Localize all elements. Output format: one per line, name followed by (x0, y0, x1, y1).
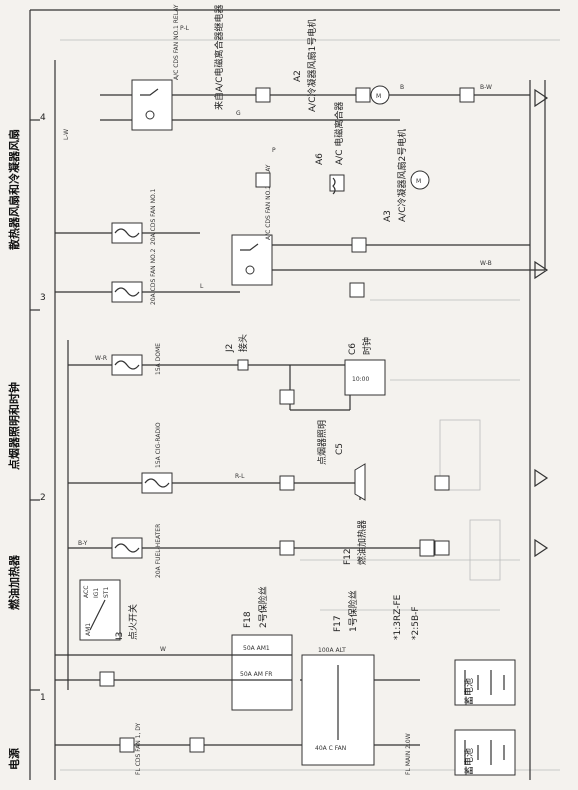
ignition-switch-i3 (79, 579, 121, 641)
wire-color-l: L (200, 283, 204, 290)
fuse-cig-radio-label: 15A CIG-RADIO (155, 422, 162, 468)
connector-blocks (99, 87, 475, 753)
column-number-2: 2 (40, 493, 46, 503)
ground-symbols (534, 88, 549, 558)
wire-color-wb: W-B (480, 260, 492, 267)
component-f12-name: 燃油加热器 (356, 520, 368, 565)
svg-text:M: M (416, 178, 421, 185)
wire-color-g: G (236, 110, 241, 117)
fuse-am-fr-label: 50A AM FR (240, 671, 272, 678)
relay-cds-fan1-label: A/C CDS FAN NO.1 RELAY (173, 4, 180, 80)
switch-term-st1: ST1 (103, 587, 110, 598)
wire-color-lw: L-W (63, 129, 70, 140)
fuse-cds-fan2 (111, 281, 143, 303)
component-f17-id: F17 (333, 615, 343, 632)
relay-cds-fan1 (131, 79, 173, 131)
section-title-power: 电源 (7, 748, 21, 770)
component-a2-name: A/C冷凝器风扇1号电机 (306, 19, 318, 112)
fuse-cds-fan2-label: 20A CDS FAN NO.2 (150, 249, 157, 305)
relay-cds-fan2 (231, 234, 273, 286)
wire-color-b: B (400, 84, 404, 91)
component-c5-name: 点烟器照明 (316, 420, 328, 465)
note-1: *1:3RZ-FE (393, 594, 403, 640)
switch-term-am1: AM1 (85, 623, 92, 636)
fuse-block-f17 (301, 654, 375, 766)
fuse-fuel-heater (111, 537, 143, 559)
section-title-cigar-clock: 点烟器照明和时钟 (7, 382, 21, 470)
component-j2-name: 接头 (237, 334, 249, 352)
fuse-cig-radio (141, 472, 173, 494)
component-c6-id: C6 (348, 343, 358, 355)
motor-a3: M (410, 170, 430, 190)
component-j2-id: J2 (225, 344, 235, 353)
note-2: *2:5B-F (411, 606, 421, 640)
battery-upper-label: 蓄电池 (463, 678, 475, 705)
fuse-am1-label: 50A AM1 (243, 645, 270, 652)
fuse-fuel-heater-label: 20A FUEL-HEATER (155, 524, 162, 578)
column-number-4: 4 (40, 113, 46, 123)
switch-term-acc: ACC (83, 586, 90, 598)
junction-j2 (237, 359, 249, 371)
wire-color-wr: W-R (95, 355, 107, 362)
clutch-a6 (329, 174, 345, 195)
component-a3-name: A/C冷凝器风扇2号电机 (396, 129, 408, 222)
component-f17-name: 1号保险丝 (347, 590, 359, 632)
component-a6-id: A6 (315, 153, 325, 165)
column-number-1: 1 (40, 693, 46, 703)
fuse-c-fan-label: 40A C FAN (315, 745, 346, 752)
fuse-fl-main-label: FL MAIN 2.0W (405, 733, 412, 775)
fuel-heater-f12 (419, 539, 435, 557)
battery-lower-label: 蓄电池 (463, 748, 475, 775)
component-a6-name: A/C 电磁离合器 (333, 102, 345, 165)
component-a2-id: A2 (293, 70, 303, 82)
fuse-cds-fan1-label: 20A CDS FAN NO.1 (150, 189, 157, 245)
wire-color-w: W (160, 646, 166, 653)
section-title-fuel-heater: 燃油加热器 (7, 554, 21, 611)
component-a3-id: A3 (383, 210, 393, 222)
main-buses (54, 60, 546, 780)
component-f12-id: F12 (343, 548, 353, 565)
component-c6-name: 时钟 (361, 337, 373, 355)
component-f18-id: F18 (243, 611, 253, 628)
switch-term-ig1: IG1 (93, 588, 100, 598)
column-number-3: 3 (40, 293, 46, 303)
svg-text:M: M (376, 93, 381, 100)
wire-color-by: B-Y (78, 540, 88, 547)
fuse-dome-label: 15A DOME (155, 343, 162, 375)
section-frame (29, 9, 560, 780)
fuse-block-f18 (231, 634, 293, 711)
wire-color-rl: R-L (235, 473, 245, 480)
fuse-cds-fan1 (111, 222, 143, 244)
wire-color-p: P (272, 147, 276, 154)
section-title-radiator-fan: 散热器风扇和冷凝器风扇 (7, 129, 21, 250)
relay-cds-fan2-label: A/C CDS FAN NO.2 RELAY (265, 164, 272, 240)
component-i3-id: I3 (115, 632, 125, 640)
motor-a2: M (370, 85, 390, 105)
fuse-alt-label: 100A ALT (318, 647, 346, 654)
component-f18-name: 2号保险丝 (257, 586, 269, 628)
component-i3-name: 点火开关 (127, 604, 139, 640)
wire-color-pl: P-L (180, 25, 190, 32)
clock-c6 (344, 359, 386, 396)
clock-display: 10:00 (352, 376, 369, 383)
battery-lower (454, 729, 516, 776)
component-c5-id: C5 (335, 443, 345, 455)
wire-color-bw: B-W (480, 84, 492, 91)
cigar-light-c5 (354, 463, 366, 501)
fuse-dome (111, 354, 143, 376)
relay-source-note: 来自A/C电磁离合器继电器 (213, 5, 225, 110)
battery-upper (454, 659, 516, 706)
fuse-fl-cds-label: FL CDS FAN 1, DY (135, 722, 142, 775)
